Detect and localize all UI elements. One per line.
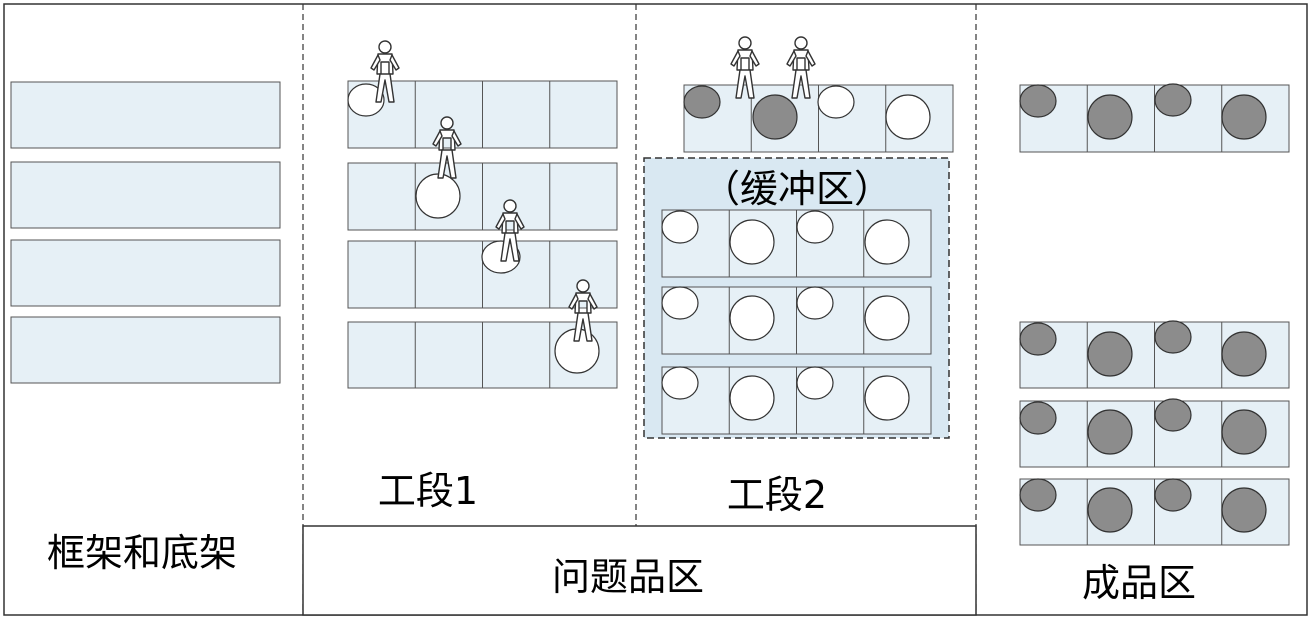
- worker-icon: [730, 36, 760, 99]
- frame-rack: [10, 81, 281, 149]
- part-circle-icon: [729, 295, 775, 341]
- worker-arm: [370, 54, 381, 71]
- part-circle-icon: [796, 366, 834, 400]
- workers-layer: [370, 36, 816, 342]
- frame-rack: [10, 239, 281, 307]
- worker-arm: [805, 50, 816, 67]
- worker-arm: [432, 130, 443, 147]
- part-circle-icon: [661, 366, 699, 400]
- part-circle-icon: [864, 375, 910, 421]
- worker-legs: [437, 149, 457, 179]
- worker-arm: [568, 293, 579, 310]
- finished-part-icon: [1019, 322, 1057, 356]
- worker-icon: [495, 199, 525, 262]
- worker-icon: [370, 40, 400, 103]
- finished-part-icon: [1154, 320, 1192, 354]
- part-circle-icon: [796, 286, 834, 320]
- worker-head: [576, 279, 590, 293]
- part-circle-icon: [661, 286, 699, 320]
- worker-arm: [451, 130, 462, 147]
- worker-arm: [389, 54, 400, 71]
- worker-head: [794, 36, 808, 50]
- finished-part-icon: [1019, 478, 1057, 512]
- finished-part-icon: [1221, 409, 1267, 455]
- worker-head: [738, 36, 752, 50]
- worker-head: [440, 116, 454, 130]
- worker-legs: [500, 232, 520, 262]
- problem-zone-label: 问题品区: [552, 555, 704, 599]
- worker-legs: [375, 73, 395, 103]
- finished-part-icon: [1154, 478, 1192, 512]
- finished-part-icon: [1221, 94, 1267, 140]
- finished-part-icon: [683, 85, 721, 119]
- finished-zone-label: 成品区: [1082, 561, 1196, 605]
- part-circle-icon: [885, 94, 931, 140]
- worker-arm: [514, 213, 525, 230]
- finished-part-icon: [1087, 94, 1133, 140]
- finished-part-icon: [1087, 409, 1133, 455]
- worker-head: [378, 40, 392, 54]
- part-circle-icon: [796, 210, 834, 244]
- worker-arm: [587, 293, 598, 310]
- worker-head: [503, 199, 517, 213]
- stage2-label: 工段2: [727, 473, 827, 517]
- frame-racks: [10, 81, 281, 384]
- stage1-label: 工段1: [378, 469, 478, 513]
- parts-layer: [347, 83, 1267, 533]
- worker-arm: [495, 213, 506, 230]
- part-circle-icon: [415, 173, 461, 219]
- problem-zone: [302, 525, 977, 616]
- part-circle-icon: [347, 83, 385, 117]
- finished-part-icon: [1019, 401, 1057, 435]
- finished-part-icon: [1221, 487, 1267, 533]
- part-circle-icon: [864, 219, 910, 265]
- finished-part-icon: [1221, 331, 1267, 377]
- part-circle-icon: [729, 375, 775, 421]
- finished-part-icon: [1087, 487, 1133, 533]
- worker-icon: [568, 279, 598, 342]
- finished-part-icon: [1154, 83, 1192, 117]
- part-circle-icon: [661, 210, 699, 244]
- worker-icon: [432, 116, 462, 179]
- finished-part-icon: [1154, 398, 1192, 432]
- part-circle-icon: [729, 219, 775, 265]
- worker-legs: [573, 312, 593, 342]
- worker-arm: [749, 50, 760, 67]
- finished-part-icon: [1087, 331, 1133, 377]
- worker-icon: [786, 36, 816, 99]
- frame-rack: [10, 316, 281, 384]
- frame-rack: [10, 161, 281, 229]
- part-circle-icon: [864, 295, 910, 341]
- part-circle-icon: [817, 85, 855, 119]
- worker-arm: [730, 50, 741, 67]
- frame-zone-label: 框架和底架: [47, 531, 237, 575]
- worker-arm: [786, 50, 797, 67]
- finished-part-icon: [752, 94, 798, 140]
- worker-legs: [791, 69, 811, 99]
- worker-legs: [735, 69, 755, 99]
- finished-part-icon: [1019, 84, 1057, 118]
- work-cell-row: [347, 162, 618, 231]
- buffer-label: （缓冲区）: [702, 167, 892, 211]
